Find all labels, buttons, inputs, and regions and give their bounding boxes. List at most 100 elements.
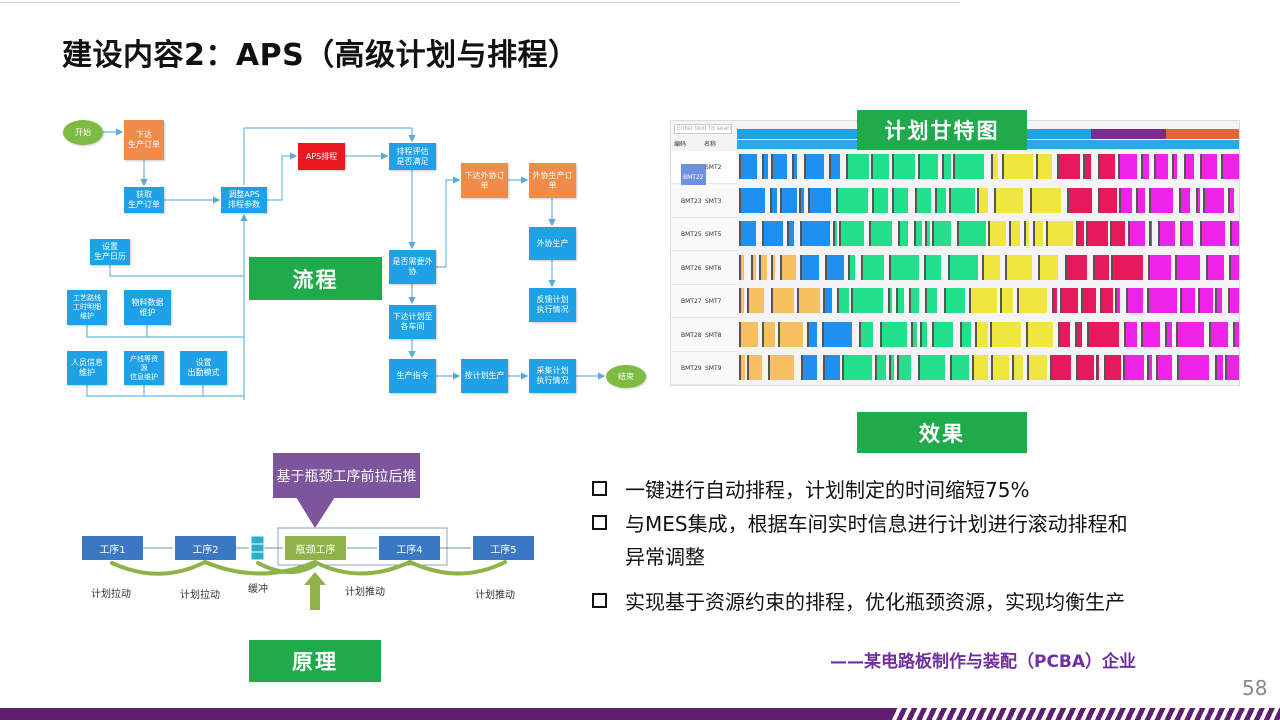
gantt-task-bar bbox=[807, 321, 818, 347]
gantt-task-bar bbox=[770, 187, 778, 213]
gantt-task-bar bbox=[932, 321, 954, 347]
gantt-row-name: SMT8 bbox=[705, 331, 722, 339]
gantt-task-bar bbox=[1012, 355, 1023, 380]
effect-bullet-3: 实现基于资源约束的排程，优化瓶颈资源，实现均衡生产 bbox=[592, 586, 1125, 615]
gantt-task-bar bbox=[898, 221, 909, 246]
top-divider bbox=[0, 2, 960, 3]
gantt-task-bar bbox=[1050, 355, 1071, 380]
flow-issue-outsource: 下达外协订 单 bbox=[461, 163, 508, 198]
gantt-task-bar bbox=[1228, 187, 1234, 213]
gantt-task-bar bbox=[935, 187, 947, 213]
gantt-task-bar bbox=[1075, 221, 1084, 246]
footer-bar bbox=[0, 708, 892, 720]
gantt-task-bar bbox=[1200, 154, 1218, 179]
gantt-task-bar bbox=[778, 321, 803, 347]
gantt-task-bar bbox=[1198, 288, 1213, 313]
gantt-task-bar bbox=[1215, 355, 1224, 380]
gantt-task-bar bbox=[1196, 187, 1200, 213]
gantt-task-bar bbox=[1178, 187, 1190, 213]
gantt-task-bar bbox=[1215, 288, 1222, 313]
gantt-task-bar bbox=[1158, 221, 1175, 246]
gantt-task-bar bbox=[739, 254, 745, 280]
gantt-task-bar bbox=[739, 355, 745, 380]
gantt-task-bar bbox=[807, 187, 832, 213]
flow-routing: 工艺路线 工时明细 维护 bbox=[67, 290, 107, 325]
gantt-task-bar bbox=[925, 288, 938, 313]
gantt-task-bar bbox=[1148, 254, 1171, 280]
gantt-task-bar bbox=[1109, 221, 1126, 246]
gantt-task-bar bbox=[1005, 254, 1032, 280]
gantt-task-bar bbox=[796, 288, 821, 313]
gantt-task-bar bbox=[950, 355, 970, 380]
gantt-task-bar bbox=[825, 254, 845, 280]
gantt-task-bar bbox=[1200, 221, 1225, 246]
gantt-task-bar bbox=[839, 221, 864, 246]
gantt-row-code: BMT23 bbox=[681, 197, 702, 205]
gantt-task-bar bbox=[800, 355, 817, 380]
gantt-task-bar bbox=[1103, 355, 1121, 380]
flow-end: 结束 bbox=[606, 365, 646, 388]
gantt-task-bar bbox=[787, 221, 794, 246]
gantt-task-bar bbox=[845, 154, 869, 179]
gantt-task-bar bbox=[1008, 221, 1020, 246]
checkbox-bullet-icon bbox=[592, 481, 607, 496]
gantt-task-bar bbox=[895, 288, 905, 313]
gantt-task-bar bbox=[917, 355, 946, 380]
gantt-task-bar bbox=[770, 254, 775, 280]
gantt-task-bar bbox=[1083, 154, 1092, 179]
gantt-task-bar bbox=[990, 321, 1021, 347]
gantt-task-bar bbox=[1177, 355, 1210, 380]
gantt-task-bar bbox=[1175, 321, 1204, 347]
gantt-task-bar bbox=[1036, 154, 1052, 179]
flow-adjust-params: 调整APS 排程参数 bbox=[221, 187, 267, 213]
gantt-task-bar bbox=[836, 288, 850, 313]
label-pull-2: 计划拉动 bbox=[180, 590, 220, 601]
gantt-task-bar bbox=[1115, 288, 1121, 313]
gantt-task-bar bbox=[1111, 254, 1144, 280]
gantt-task-bar bbox=[988, 221, 1007, 246]
effect-bullet-2: 与MES集成，根据车间实时信息进行计划进行滚动排程和 bbox=[592, 508, 1128, 537]
flow-staff: 人员信息 维护 bbox=[67, 351, 107, 385]
checkbox-bullet-icon bbox=[592, 515, 607, 530]
process-step-bottleneck: 瓶颈工序 bbox=[285, 536, 346, 560]
gantt-row-code: BMT29 bbox=[681, 365, 702, 372]
gantt-row-code: BMT26 bbox=[681, 264, 702, 272]
gantt-task-bar bbox=[959, 321, 972, 347]
principle-graphics bbox=[110, 497, 507, 610]
principle-label: 原理 bbox=[249, 640, 381, 682]
gantt-task-bar bbox=[924, 254, 942, 280]
flow-collect: 采集计划 执行情况 bbox=[529, 359, 576, 393]
gantt-task-bar bbox=[1149, 187, 1173, 213]
gantt-task-bar bbox=[1140, 321, 1161, 347]
gantt-task-bar bbox=[932, 221, 952, 246]
gantt-task-bar bbox=[1171, 154, 1178, 179]
flow-attendance: 设置 出勤模式 bbox=[180, 351, 227, 385]
gantt-row-code: BMT25 bbox=[681, 231, 702, 238]
gantt-task-bar bbox=[1087, 321, 1119, 347]
flow-feedback: 反馈计划 执行情况 bbox=[529, 288, 576, 322]
gantt-task-bar bbox=[761, 154, 768, 179]
flow-issue-order: 下达 生产订单 bbox=[124, 120, 164, 160]
gantt-search-input: Enter text to search... bbox=[674, 124, 732, 134]
gantt-task-bar bbox=[771, 154, 788, 179]
gantt-col-code: 编码 bbox=[674, 141, 687, 148]
gantt-task-bar bbox=[991, 355, 1009, 380]
gantt-row-name: SMT5 bbox=[705, 231, 722, 238]
gantt-task-bar bbox=[836, 187, 868, 213]
gantt-date-header-purple bbox=[1091, 129, 1166, 139]
footer-stripes bbox=[892, 708, 1280, 720]
gantt-row-name: SMT6 bbox=[705, 264, 722, 272]
gantt-task-bar bbox=[875, 355, 886, 380]
bullet-text: 一键进行自动排程，计划制定的时间缩短75% bbox=[625, 478, 1030, 502]
gantt-task-bar bbox=[1001, 154, 1034, 179]
gantt-task-bar bbox=[1038, 254, 1058, 280]
flow-connectors bbox=[86, 127, 606, 400]
process-step-4: 工序4 bbox=[379, 536, 440, 560]
gantt-task-bar bbox=[747, 288, 765, 313]
gantt-task-bar bbox=[1117, 154, 1138, 179]
gantt-task-bar bbox=[990, 154, 998, 179]
gantt-task-bar bbox=[914, 187, 932, 213]
